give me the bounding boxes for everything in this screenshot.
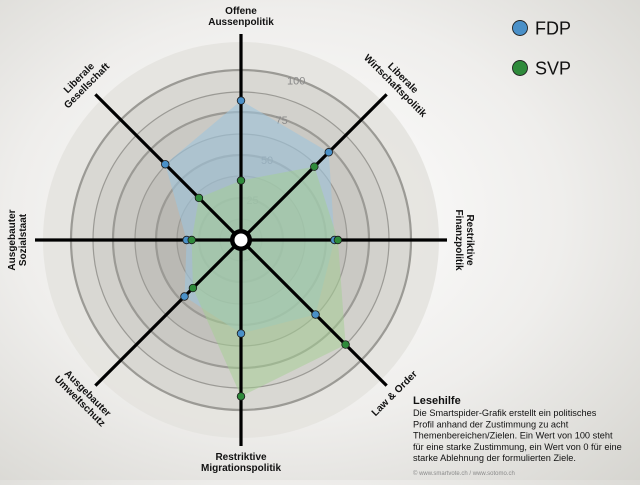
data-point-svp (236, 176, 246, 185)
lesehilfe-line: Themenbereichen/Zielen. Ein Wert von 100… (413, 431, 613, 441)
data-point-fdp (324, 148, 333, 157)
lesehilfe-line: für eine starke Zustimmung, ein Wert von… (413, 442, 622, 452)
ring-label-100: 100 (287, 75, 305, 87)
axis-label: Offene (225, 6, 257, 17)
axis-label: Aussenpolitik (208, 17, 274, 28)
data-point-svp (310, 162, 319, 171)
axis-label: Ausgebauter (7, 209, 18, 270)
data-point-svp (188, 283, 198, 293)
lesehilfe-title: Lesehilfe (413, 395, 461, 407)
lesehilfe-line: Die Smartspider-Grafik erstellt ein poli… (413, 408, 597, 418)
data-point-svp (187, 235, 196, 245)
axis-label: Sozialstaat (18, 213, 29, 266)
axis-label: Restriktive (215, 452, 267, 463)
axis-label: Finanzpolitik (453, 209, 464, 271)
axis-label: Restriktive (464, 214, 475, 266)
axis-label: Migrationspolitik (201, 463, 281, 474)
series-polygon-svp (191, 166, 346, 397)
axis-spoke (94, 238, 243, 387)
data-point-fdp (236, 329, 246, 338)
data-point-fdp (180, 292, 189, 301)
data-point-fdp (311, 310, 320, 319)
data-point-svp (333, 235, 343, 245)
center-hub-inner (234, 233, 248, 247)
legend-marker-fdp (512, 20, 528, 36)
legend-label-fdp: FDP (535, 19, 571, 39)
lesehilfe-line: Profil anhand der Zustimmung zu acht (413, 419, 569, 429)
credit-text: © www.smartvote.ch / www.sotomo.ch (413, 470, 515, 477)
data-point-svp (236, 392, 246, 401)
data-point-fdp (236, 96, 246, 105)
data-point-svp (341, 340, 350, 349)
legend-marker-svp (512, 60, 528, 76)
legend-label-svp: SVP (535, 59, 571, 79)
data-point-fdp (161, 160, 170, 169)
data-point-svp (194, 193, 204, 203)
lesehilfe-line: starke Ablehnung der formulierten Ziele. (413, 453, 576, 463)
